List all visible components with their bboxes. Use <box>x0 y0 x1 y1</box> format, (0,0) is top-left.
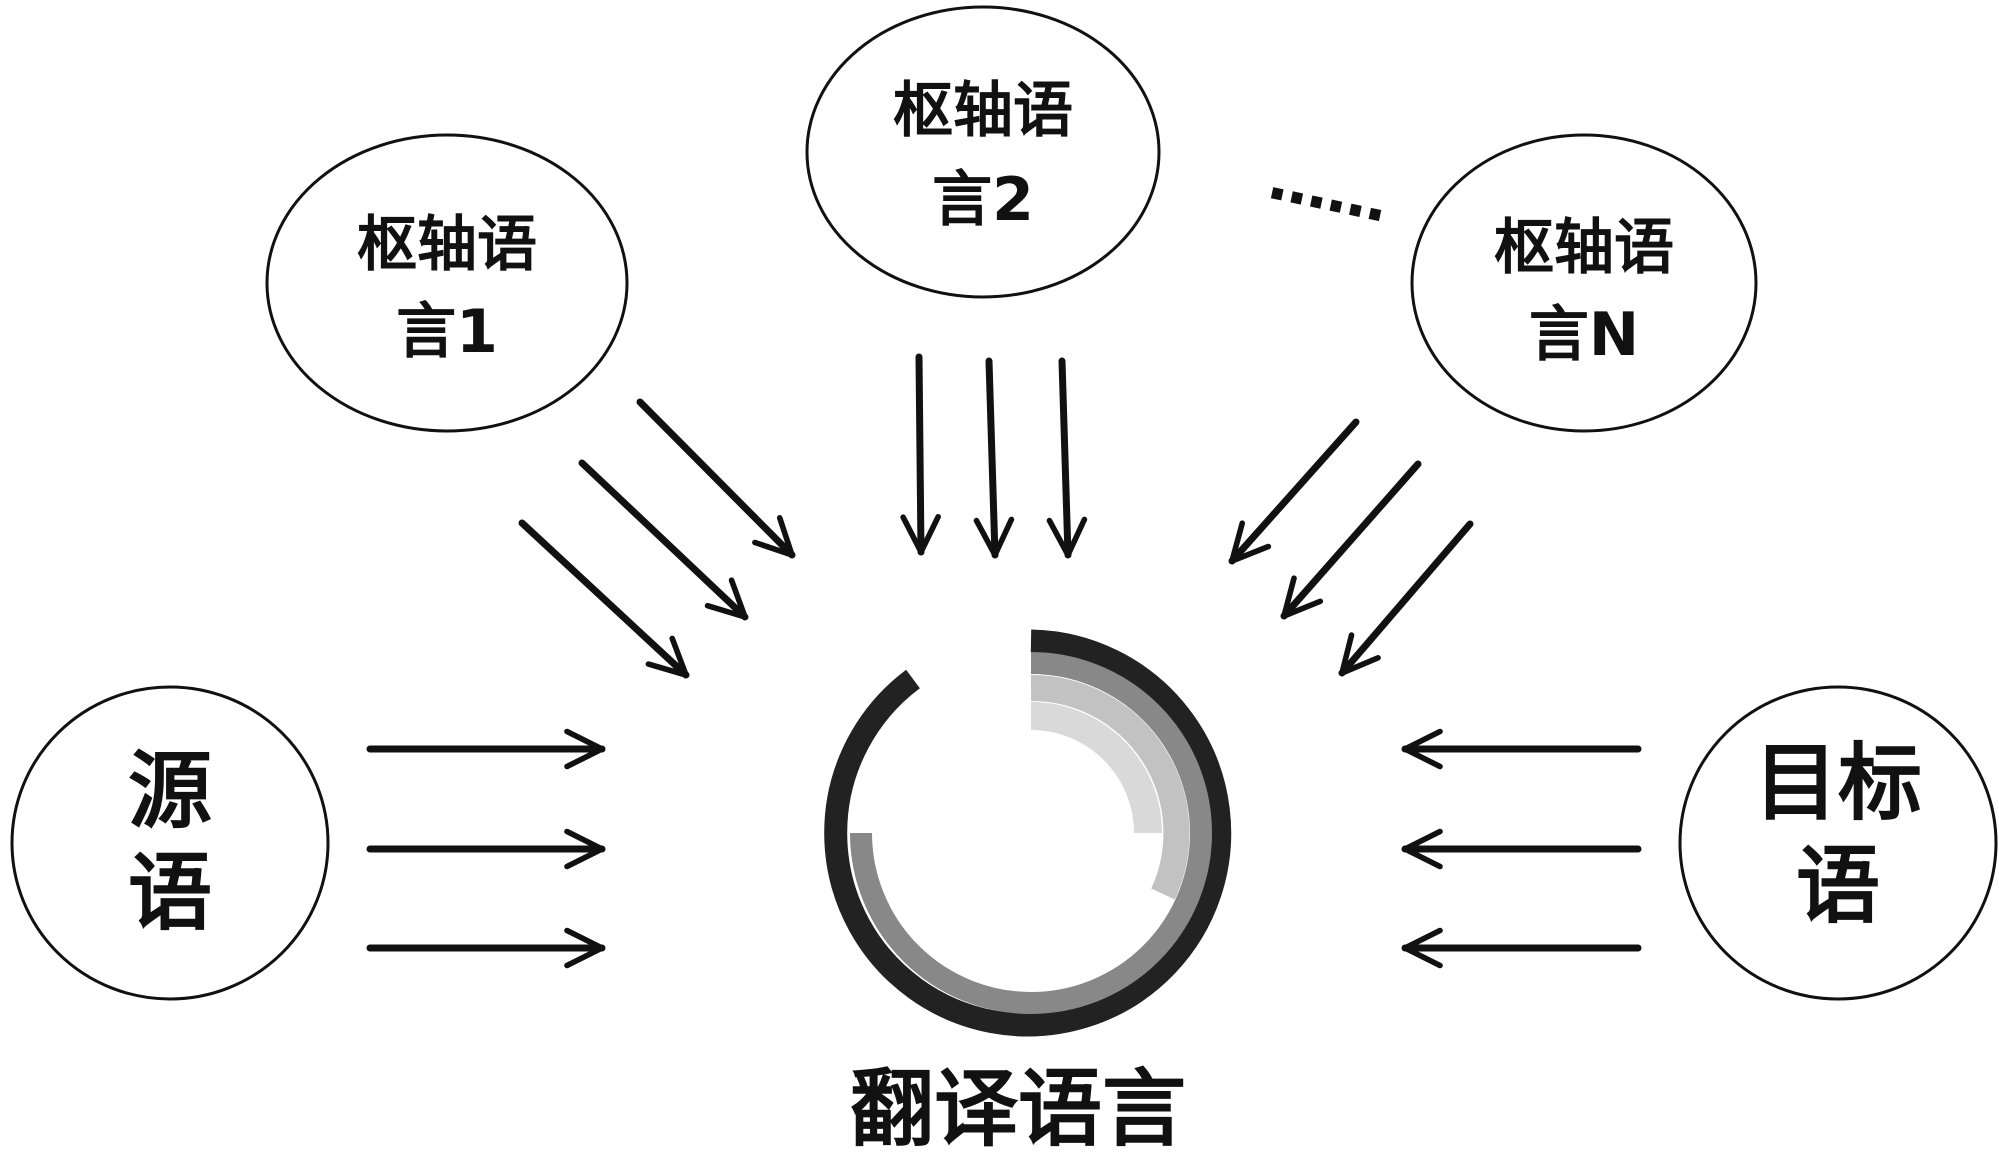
pivot-2-arrows <box>900 353 1088 559</box>
source-language-ellipse <box>10 685 330 1001</box>
arrow <box>1338 520 1474 677</box>
pivot-language-2-ellipse <box>805 5 1161 299</box>
arrow <box>900 353 941 556</box>
arrow <box>1046 357 1088 559</box>
pivot-language-2-label-line2: 言2 <box>932 165 1034 235</box>
pivot-1-arrows <box>518 398 796 679</box>
pivot-language-n-node: 枢轴语 言N <box>1410 133 1758 433</box>
pivot-language-n-label-line1: 枢轴语 <box>1494 213 1674 283</box>
target-language-label-line1: 目标 <box>1754 734 1922 832</box>
pivot-language-1-ellipse <box>265 133 629 433</box>
translation-language-ring-icon <box>824 629 1232 1037</box>
pivot-language-n-label-line2: 言N <box>1529 300 1639 370</box>
source-arrows <box>366 728 606 969</box>
target-language-ellipse <box>1678 685 1998 1001</box>
arrow <box>1228 418 1360 565</box>
source-language-label-line2: 语 <box>128 844 212 942</box>
ring-innermost <box>1030 702 1162 834</box>
ring-mid <box>850 652 1212 1014</box>
arrow <box>636 398 796 559</box>
pivot-language-2-node: 枢轴语 言2 <box>805 5 1161 299</box>
pivot-language-1-label-line1: 枢轴语 <box>357 210 537 280</box>
target-arrows <box>1401 728 1642 969</box>
target-language-node: 目标 语 <box>1678 685 1998 1001</box>
pivot-n-arrows <box>1228 418 1474 677</box>
arrow <box>578 459 749 621</box>
arrow <box>1280 460 1422 620</box>
source-language-label-line1: 源 <box>128 742 212 840</box>
arrow <box>973 357 1015 559</box>
translation-language-caption: 翻译语言 <box>850 1060 1186 1158</box>
ring-outer <box>824 629 1232 1037</box>
ellipsis-text: …… <box>1263 143 1395 236</box>
arrow <box>518 519 690 679</box>
pivot-language-n-ellipse <box>1410 133 1758 433</box>
source-language-node: 源 语 <box>10 685 330 1001</box>
pivot-language-1-node: 枢轴语 言1 <box>265 133 629 433</box>
pivot-language-2-label-line1: 枢轴语 <box>893 76 1073 146</box>
target-language-label-line2: 语 <box>1796 837 1880 935</box>
pivot-language-1-label-line2: 言1 <box>396 297 498 367</box>
ring-inner <box>1030 674 1190 900</box>
